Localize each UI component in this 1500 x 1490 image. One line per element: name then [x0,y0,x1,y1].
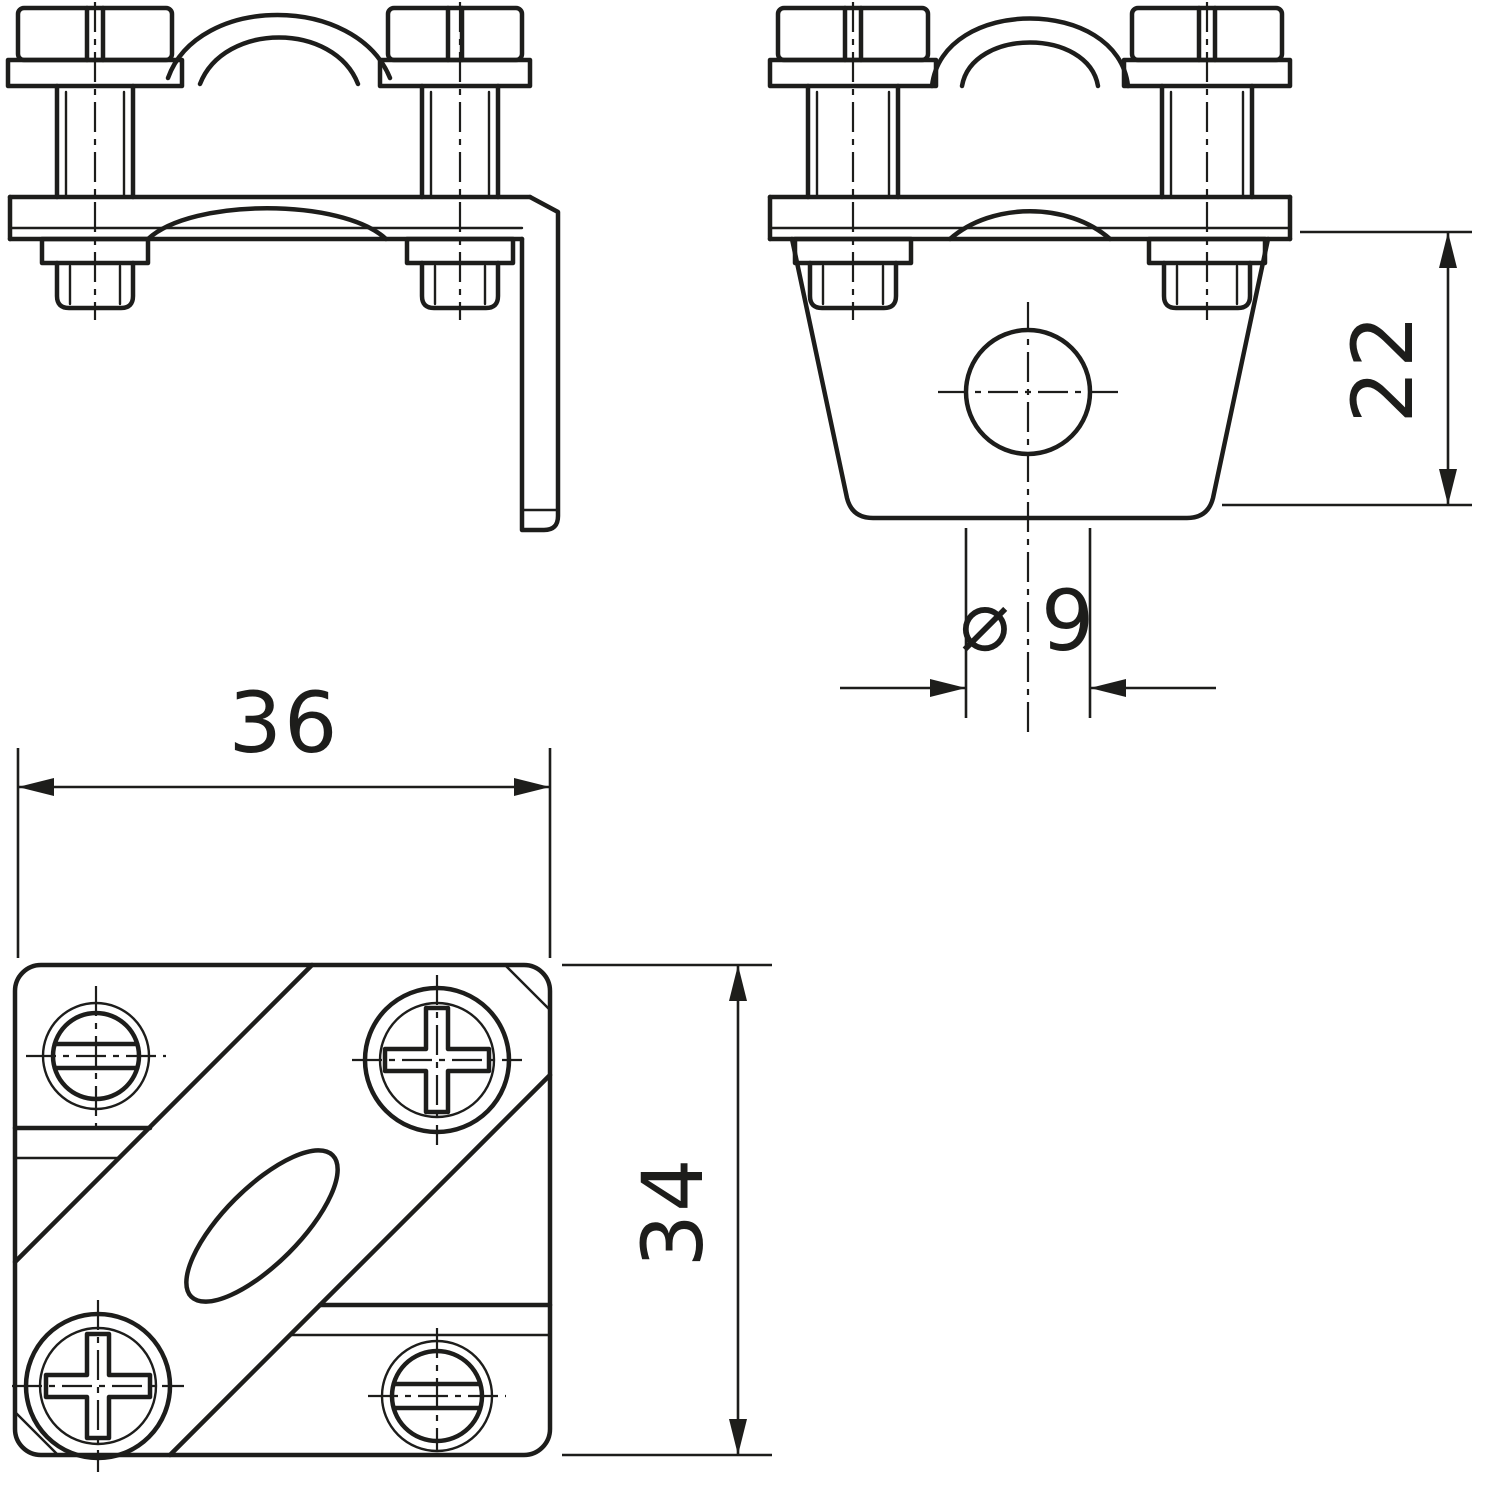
arrowhead-down [1439,469,1457,505]
arrowhead-left [18,778,54,796]
strap-upper-edge [12,962,315,1265]
dimension-annotations: 22 ⌀ 9 36 34 [16,230,1472,1457]
arch-outer-arc [929,16,1131,89]
strap-slot [184,1148,340,1304]
washer [404,236,516,266]
dim-label-height: 22 [1334,313,1432,424]
arch-inner-arc [959,40,1101,89]
side-view [5,2,561,533]
clamp-body [7,194,533,242]
clamp-body [767,194,1293,242]
screw-head [385,5,525,63]
top-right-phillips-screw [352,975,522,1145]
arrowhead-right [930,679,966,697]
dim-label-width: 36 [229,674,340,772]
arrowhead-up [1439,232,1457,268]
bottom-right-slotted-screw [368,1328,506,1453]
saddle-outer-arc [165,12,393,81]
bolt-tip [1161,260,1253,311]
bolt-tip [807,260,899,311]
dimension-hole-diameter: ⌀ 9 [840,528,1216,718]
washer [377,57,533,89]
washer [5,57,185,89]
cable-saddle [165,12,393,87]
mounting-bracket [519,194,561,533]
left-bolt-end [792,236,914,311]
lower-saddle-arc [947,209,1113,242]
strap-corner-edge [13,1410,60,1457]
base-plate [12,962,553,1458]
dimension-36: 36 [16,674,552,958]
right-clamp-screw [377,5,533,200]
dim-label-depth: 34 [624,1157,722,1268]
bottom-left-phillips-screw [12,1300,184,1472]
front-view [767,2,1293,735]
cable-saddle-arch [929,16,1131,89]
strap-corner-edge [503,963,552,1012]
base-plate-profile [789,236,1271,521]
right-bolt-end [404,236,516,311]
phillips-cross [43,1331,153,1441]
phillips-cross [382,1005,492,1115]
washer [39,236,151,266]
top-view [12,962,553,1472]
left-clamp-screw [5,5,185,200]
diagonal-strap [12,962,553,1458]
top-left-slotted-screw [26,986,166,1126]
saddle-inner-arc [197,35,361,87]
arrowhead-down [729,1419,747,1455]
strap-lower-edge [167,1072,553,1458]
dimension-22: 22 [1222,230,1472,507]
lower-saddle-arc [145,206,389,242]
arrowhead-left [1090,679,1126,697]
dim-label-hole-diameter: ⌀ 9 [960,572,1097,670]
dimension-34: 34 [562,963,772,1457]
bolt-tip [419,260,501,311]
left-clamp-screw [767,5,939,200]
bolt-tip [54,260,136,311]
left-bolt-end [39,236,151,311]
arrowhead-up [729,965,747,1001]
arrowhead-right [514,778,550,796]
